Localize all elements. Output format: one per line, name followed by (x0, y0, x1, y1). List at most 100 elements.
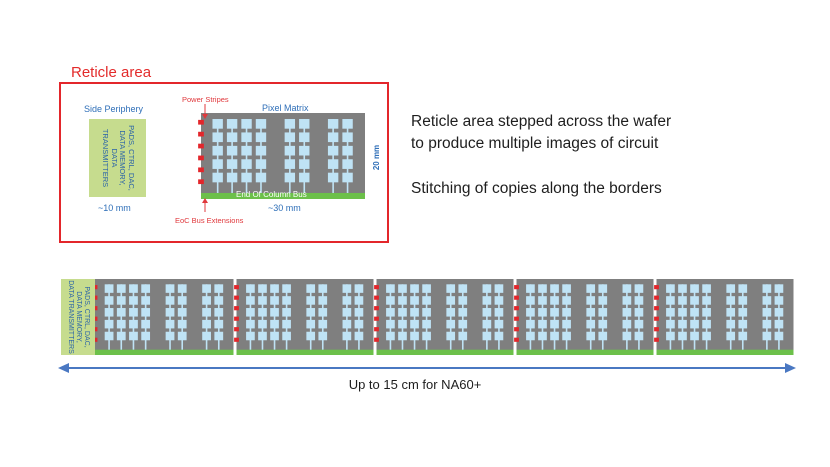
pixel-column-line (705, 284, 708, 350)
pixel-cell (141, 331, 151, 341)
stitched-strip (92, 279, 794, 355)
length-label: Up to 15 cm for NA60+ (348, 377, 482, 392)
pixel-cell (422, 319, 431, 329)
power-stripe (374, 295, 379, 300)
power-stripe (654, 316, 659, 321)
pixel-column-line (332, 119, 334, 193)
power-stripe (92, 306, 98, 311)
pixel-cell (586, 296, 596, 305)
pixel-cell (342, 284, 352, 293)
pixel-cell (726, 296, 736, 305)
pixel-cell (129, 308, 138, 317)
power-stripe (198, 131, 204, 137)
power-stripe (654, 306, 659, 311)
pixel-cell (226, 159, 238, 169)
pixel-column-line (169, 284, 171, 350)
pixel-cell (458, 284, 468, 293)
power-stripe (234, 316, 239, 321)
pixel-cell (258, 308, 267, 317)
end-of-column-bus (656, 349, 794, 355)
power-stripe (234, 337, 239, 342)
pixel-cell (726, 319, 736, 329)
pixel-cell (586, 331, 596, 341)
pixel-cell (116, 308, 126, 317)
pixel-cell (550, 331, 559, 341)
pixel-cell (318, 331, 328, 341)
power-stripe (92, 337, 98, 342)
pixel-cell (494, 296, 504, 305)
pixel-cell (622, 308, 632, 317)
pixel-cell (165, 296, 175, 305)
pixel-column-line (693, 284, 696, 350)
pixel-cell (306, 296, 316, 305)
end-of-column-bus (95, 349, 234, 355)
pixel-cell (177, 296, 187, 305)
pixel-cell (538, 319, 547, 329)
pixel-cell (306, 319, 316, 329)
pixel-cell (762, 308, 772, 317)
pixel-matrix-body (376, 279, 514, 355)
pixel-cell (129, 331, 138, 341)
power-stripe (92, 327, 98, 332)
pixel-column-line (205, 284, 208, 350)
pixel-cell (282, 296, 291, 305)
pixel-cell (306, 331, 316, 341)
pixel-cell (258, 331, 267, 341)
pixel-cell (422, 308, 431, 317)
pixel-column-line (346, 284, 348, 350)
pixel-cell (386, 308, 395, 317)
power-stripe (654, 295, 659, 300)
strip-periphery-block: PADS, CTRL, DAC, DATA MEMORY, DATA TRANS… (61, 279, 95, 355)
pixel-cell (446, 284, 456, 293)
pixel-cell (526, 284, 535, 293)
pixel-cell (458, 331, 468, 341)
pixel-column-line (766, 284, 768, 350)
pixel-cell (634, 296, 644, 305)
pixel-cell (177, 319, 187, 329)
pixel-cell (634, 331, 644, 341)
pixel-cell (354, 308, 364, 317)
pixel-cell (774, 331, 784, 341)
pixel-column-line (309, 284, 312, 350)
eoc-bus-label: End Of Column Bus (236, 190, 307, 199)
pixel-cell (738, 319, 748, 329)
pixel-cell (282, 308, 291, 317)
pixel-cell (690, 319, 699, 329)
pixel-cell (458, 296, 468, 305)
pixel-cell (598, 331, 608, 341)
pixel-cell (738, 296, 748, 305)
pixel-cell (666, 331, 675, 341)
pixel-cell (214, 319, 224, 329)
pixel-column-line (285, 284, 288, 350)
pixel-cell (702, 284, 711, 293)
pixel-column-line (260, 119, 262, 193)
pixel-cell (141, 319, 151, 329)
pixel-cell (226, 132, 238, 143)
pixel-cell (212, 119, 223, 129)
pixel-cell (342, 331, 352, 341)
pixel-cell (165, 331, 175, 341)
pixel-cell (598, 308, 608, 317)
pixel-cell (129, 296, 138, 305)
pixel-cell (494, 308, 504, 317)
pixel-column-line (108, 284, 110, 350)
pixel-cell (598, 296, 608, 305)
pixel-cell (282, 284, 291, 293)
pixel-cell (129, 284, 138, 293)
pixel-column-line (346, 119, 349, 193)
power-stripe (198, 155, 204, 161)
pixel-cell (327, 145, 339, 156)
pixel-column-line (181, 284, 184, 350)
pixel-cell (386, 319, 395, 329)
pixel-cell (482, 319, 492, 329)
pixel-cell (482, 308, 492, 317)
pixel-cell (666, 296, 675, 305)
pixel-cell (586, 319, 596, 329)
pixel-cell (482, 331, 492, 341)
pixel-cell (258, 319, 267, 329)
pixel-cell (398, 296, 407, 305)
pixel-column-line (601, 284, 604, 350)
pixel-cell (622, 331, 632, 341)
pixel-cell (141, 296, 151, 305)
pixel-cell (165, 284, 175, 293)
